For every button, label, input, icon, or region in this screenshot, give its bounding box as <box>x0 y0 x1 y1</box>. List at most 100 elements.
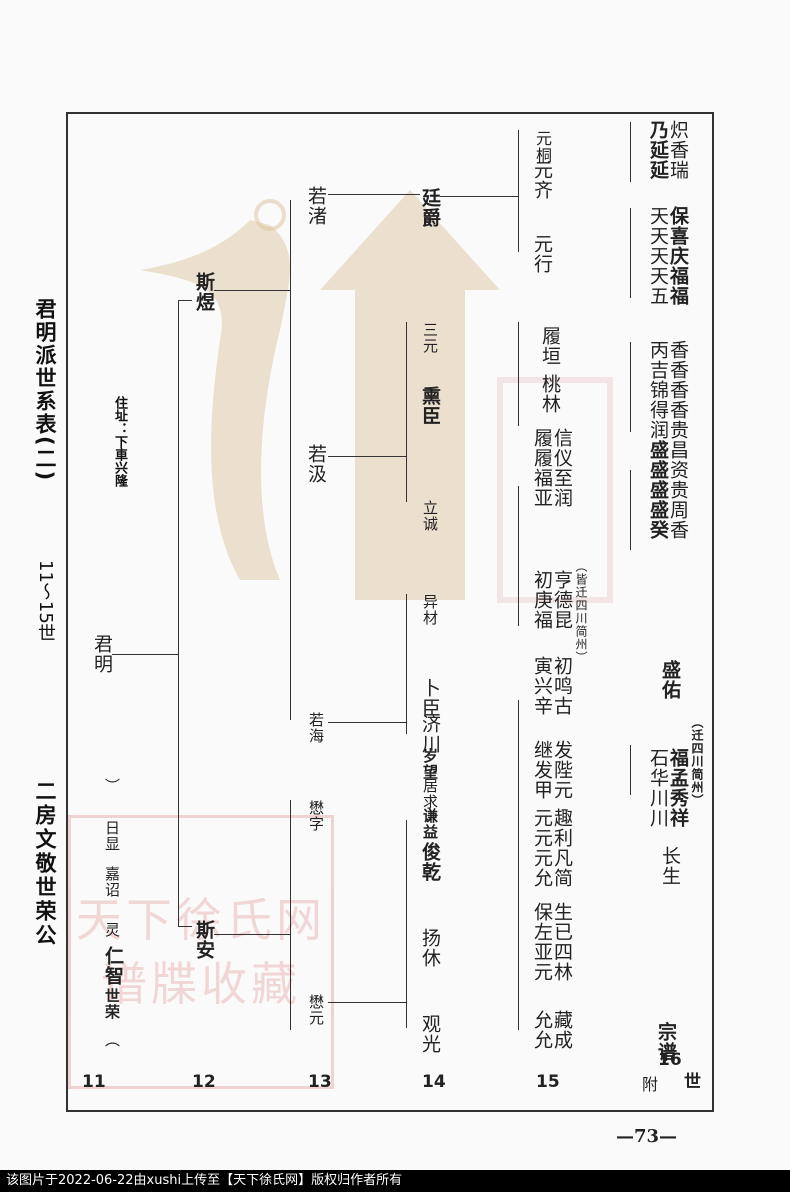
watermark-logo <box>140 190 613 603</box>
name-junming: 君明 <box>91 634 113 674</box>
line-tingjue-down <box>440 196 518 197</box>
name-g15-2: 保左亚元 <box>531 902 553 982</box>
name-zongpu: 宗谱 <box>655 1022 677 1062</box>
name-g15-3b: 趣利凡简 <box>551 808 573 888</box>
name-g15-5b: 初鸣古 <box>551 656 573 716</box>
row-shi: 世 <box>680 1072 700 1090</box>
bracket-siyu-sons <box>290 200 291 720</box>
line-sian <box>178 926 192 927</box>
bracket-gen12 <box>178 300 179 926</box>
bracket-gen16-a <box>630 745 631 795</box>
copyright-footer: 该图片于2022-06-22由xushi上传至【天下徐氏网】版权归作者所有 <box>0 1170 790 1192</box>
name-ling: 灵 <box>103 922 121 938</box>
row-13: 13 <box>308 1072 332 1092</box>
name-g15-7: 履履福亚 <box>531 428 553 508</box>
row-15: 15 <box>536 1072 560 1092</box>
bracket-gen15-a <box>518 700 519 1030</box>
table-title: 君明派世系表(二) <box>33 298 57 483</box>
name-shihua: 石华川川 <box>647 748 669 828</box>
name-jichuan: 济川 <box>419 714 441 754</box>
bracket-gen16-e <box>630 122 631 182</box>
residence: 住址：下車兴隆 <box>112 396 127 487</box>
name-g15-1: 允允 <box>531 1010 553 1050</box>
name-sian: 斯安 <box>193 920 215 960</box>
name-g15-4b: 发陛元 <box>551 740 573 800</box>
branch-title: 二房文敬世荣公 <box>33 780 57 948</box>
line-yiyuan-down <box>328 1002 406 1003</box>
name-ruoji: 若汲 <box>305 444 327 484</box>
name-qianyi: 谦益 <box>421 808 439 840</box>
watermark-seal: 天下徐氏网谱牒收藏 <box>68 815 334 1089</box>
name-g15-11: 元齐 <box>531 160 553 200</box>
line-ruohai-down <box>328 722 406 723</box>
name-chongchen: 熏臣 <box>419 386 441 426</box>
name-g15-10: 元行 <box>531 234 553 274</box>
name-junqian: 俊乾 <box>419 842 441 882</box>
bracket-yiyuan-sons <box>406 820 407 1028</box>
name-bingji: 丙吉锦得润 <box>647 340 669 440</box>
name-g15-2b: 生已四林 <box>551 902 573 982</box>
name-naiyan: 乃延延 <box>647 120 669 180</box>
name-g15-7b: 信仪至润 <box>551 428 573 508</box>
name-g15-8: 桃林 <box>539 374 561 414</box>
bracket-tingjue-sons <box>518 130 519 252</box>
name-baoxi: 保喜庆福福 <box>667 206 689 306</box>
name-g15-4: 继发甲 <box>531 740 553 800</box>
bracket-gen15-b <box>518 486 519 626</box>
row-appendix: 附 <box>639 1076 658 1093</box>
line-sian-down <box>214 934 290 935</box>
watermark-bird <box>140 220 290 580</box>
row-14: 14 <box>422 1072 446 1092</box>
name-g15-12: 元桐 <box>533 130 552 164</box>
name-guanguang: 观光 <box>419 1014 441 1054</box>
name-changzi: 昌资贵周香 <box>667 440 689 540</box>
bracket-gen15-c <box>518 322 519 426</box>
name-tingjue: 廷爵 <box>419 188 441 228</box>
name-ruozhu: 若渚 <box>305 186 327 226</box>
name-bochen: 卜臣 <box>419 678 441 718</box>
bracket-ruoji-sons <box>406 322 407 502</box>
name-shengsheng: 盛盛盛盛癸 <box>647 440 669 540</box>
name-tiantian: 天天天天五 <box>647 206 669 306</box>
name-xiang: 香香香香贵 <box>667 340 689 440</box>
name-ruohai: 若海 <box>307 712 325 744</box>
note-qian: （迁四川简州） <box>690 716 704 807</box>
generations-title: 11～15世 <box>35 560 56 642</box>
bracket-sian-sons <box>290 800 291 1030</box>
row-11: 11 <box>82 1072 106 1092</box>
line-ruoji-down <box>328 456 406 457</box>
name-renzhi: 仁智 <box>102 946 124 986</box>
name-g15-6b: 亨德昆 <box>551 570 573 630</box>
line-junming-down <box>112 654 178 655</box>
name-shengyou: 盛佑 <box>659 660 681 700</box>
name-g15-9: 履垣 <box>539 326 561 366</box>
bracket-gen16-b <box>630 470 631 550</box>
name-yangxiu: 扬休 <box>419 928 441 968</box>
name-jiazhao: 嘉诏 <box>103 866 121 898</box>
note-sichuan: （皆迁四川简州） <box>574 560 588 664</box>
name-juqiu: 居求 <box>421 778 439 810</box>
name-zhixiang: 炽香瑞 <box>667 120 689 180</box>
page-number: —73— <box>616 1126 678 1147</box>
name-yiyuan: 懋元 <box>307 994 325 1026</box>
name-g15-5: 寅兴辛 <box>531 656 553 716</box>
name-yicai: 异材 <box>421 594 439 626</box>
name-shirong: 世荣 <box>103 988 121 1020</box>
table-frame <box>66 112 714 1112</box>
name-siyu: 斯煜 <box>193 272 215 312</box>
name-yuzi: 懋字 <box>307 800 325 832</box>
name-sanyuan: 三元 <box>421 322 439 354</box>
bracket-ruohai-sons <box>406 594 407 734</box>
bracket-gen16-c <box>630 342 631 432</box>
watermark-arrow <box>320 190 500 600</box>
name-rixian: 日显 <box>103 820 121 852</box>
note-close: ） <box>103 778 121 794</box>
line-ruozhu-down <box>328 194 420 195</box>
bracket-gen16-d <box>630 208 631 298</box>
line-siyu-down <box>214 290 290 291</box>
name-g15-3: 元元元允 <box>531 808 553 888</box>
name-changsheng: 长生 <box>659 846 681 886</box>
row-12: 12 <box>192 1072 216 1092</box>
line-siyu <box>178 300 192 301</box>
